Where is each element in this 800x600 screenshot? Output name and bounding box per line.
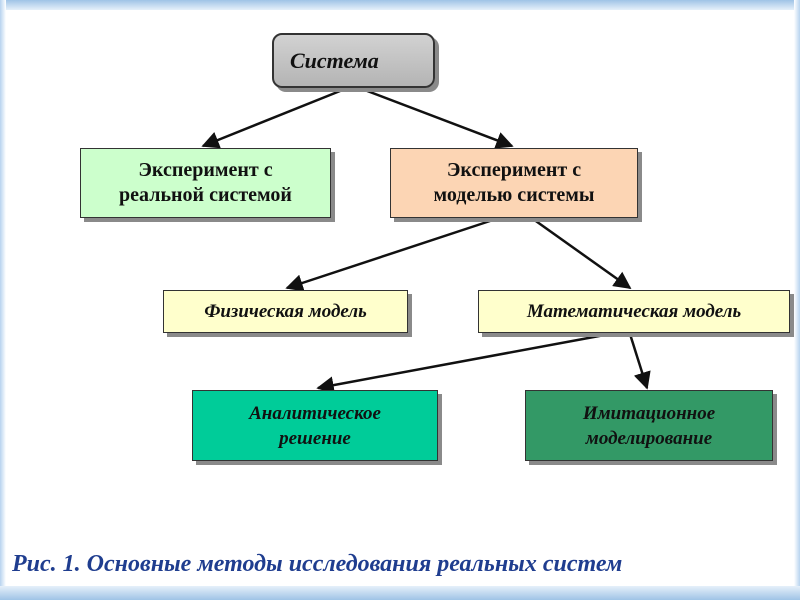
node-imitation-modeling: Имитационное моделирование xyxy=(525,390,773,461)
node-analytic-solution-line1: Аналитическое xyxy=(249,402,381,424)
node-real-experiment-line2: реальной системой xyxy=(119,184,292,206)
slide-frame-right xyxy=(794,0,800,600)
arrow-math-model-to-imitation-modeling xyxy=(628,333,651,390)
node-physical-model-label: Физическая модель xyxy=(204,301,367,322)
arrow-math-model-to-analytic-solution xyxy=(316,332,611,394)
arrow-system-to-real-experiment xyxy=(201,87,346,149)
node-model-experiment-line2: моделью системы xyxy=(433,184,595,206)
arrow-model-experiment-to-physical-model xyxy=(285,217,497,292)
node-model-experiment-line1: Эксперимент с xyxy=(446,159,582,181)
node-imitation-modeling-line1: Имитационное xyxy=(582,402,716,424)
arrow-system-to-model-experiment xyxy=(361,87,514,149)
node-physical-model: Физическая модель xyxy=(163,290,408,333)
node-analytic-solution-line2: решение xyxy=(279,427,351,449)
node-math-model: Математическая модель xyxy=(478,290,790,333)
node-system-label: Система xyxy=(290,48,379,73)
node-math-model-label: Математическая модель xyxy=(526,301,742,322)
slide-frame-left xyxy=(0,0,6,600)
node-real-experiment: Эксперимент с реальной системой xyxy=(80,148,331,218)
node-imitation-modeling-line2: моделирование xyxy=(585,427,713,449)
figure-caption: Рис. 1. Основные методы исследования реа… xyxy=(12,551,623,577)
node-analytic-solution: Аналитическое решение xyxy=(192,390,438,461)
node-model-experiment: Эксперимент с моделью системы xyxy=(390,148,638,218)
slide-frame-bottom xyxy=(0,586,800,600)
slide-frame-top xyxy=(0,0,800,10)
node-system: Система xyxy=(272,33,435,88)
arrow-model-experiment-to-math-model xyxy=(532,217,632,290)
node-real-experiment-line1: Эксперимент с xyxy=(138,159,273,181)
